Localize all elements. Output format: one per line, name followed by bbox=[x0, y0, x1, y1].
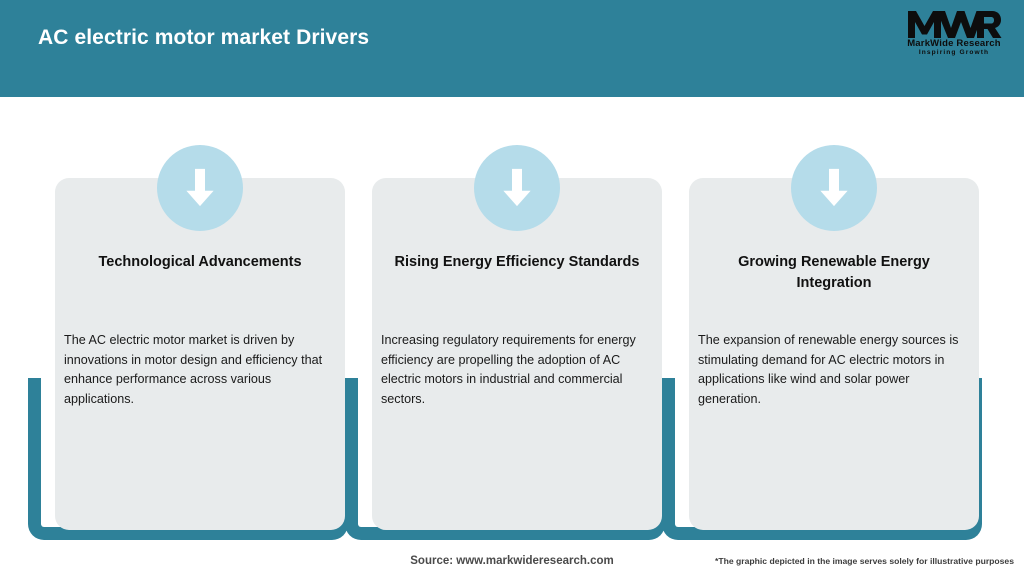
source-note: Source: www.markwideresearch.com bbox=[410, 555, 614, 567]
card-title: Growing Renewable Energy Integration bbox=[738, 254, 930, 292]
card-panel bbox=[689, 178, 979, 530]
brand-name: MarkWide Research bbox=[907, 38, 1001, 49]
arrow-down-icon bbox=[791, 145, 877, 231]
card-title: Technological Advancements bbox=[98, 254, 302, 270]
card-panel bbox=[55, 178, 345, 530]
arrow-down-icon bbox=[157, 145, 243, 231]
mwr-monogram-icon bbox=[906, 9, 1002, 39]
brand-logo: MarkWide Research Inspiring Growth bbox=[902, 9, 1006, 61]
card-body-text: Increasing regulatory requirements for e… bbox=[381, 333, 636, 406]
arrow-down-icon bbox=[474, 145, 560, 231]
disclaimer-note: *The graphic depicted in the image serve… bbox=[715, 556, 1014, 566]
page-title: AC electric motor market Drivers bbox=[38, 26, 370, 49]
header-band bbox=[0, 0, 1024, 97]
card-body-text: The AC electric motor market is driven b… bbox=[64, 333, 323, 406]
card-panel bbox=[372, 178, 662, 530]
card-title: Rising Energy Efficiency Standards bbox=[394, 254, 640, 270]
card-body-text: The expansion of renewable energy source… bbox=[698, 333, 959, 406]
brand-tagline: Inspiring Growth bbox=[918, 49, 990, 56]
